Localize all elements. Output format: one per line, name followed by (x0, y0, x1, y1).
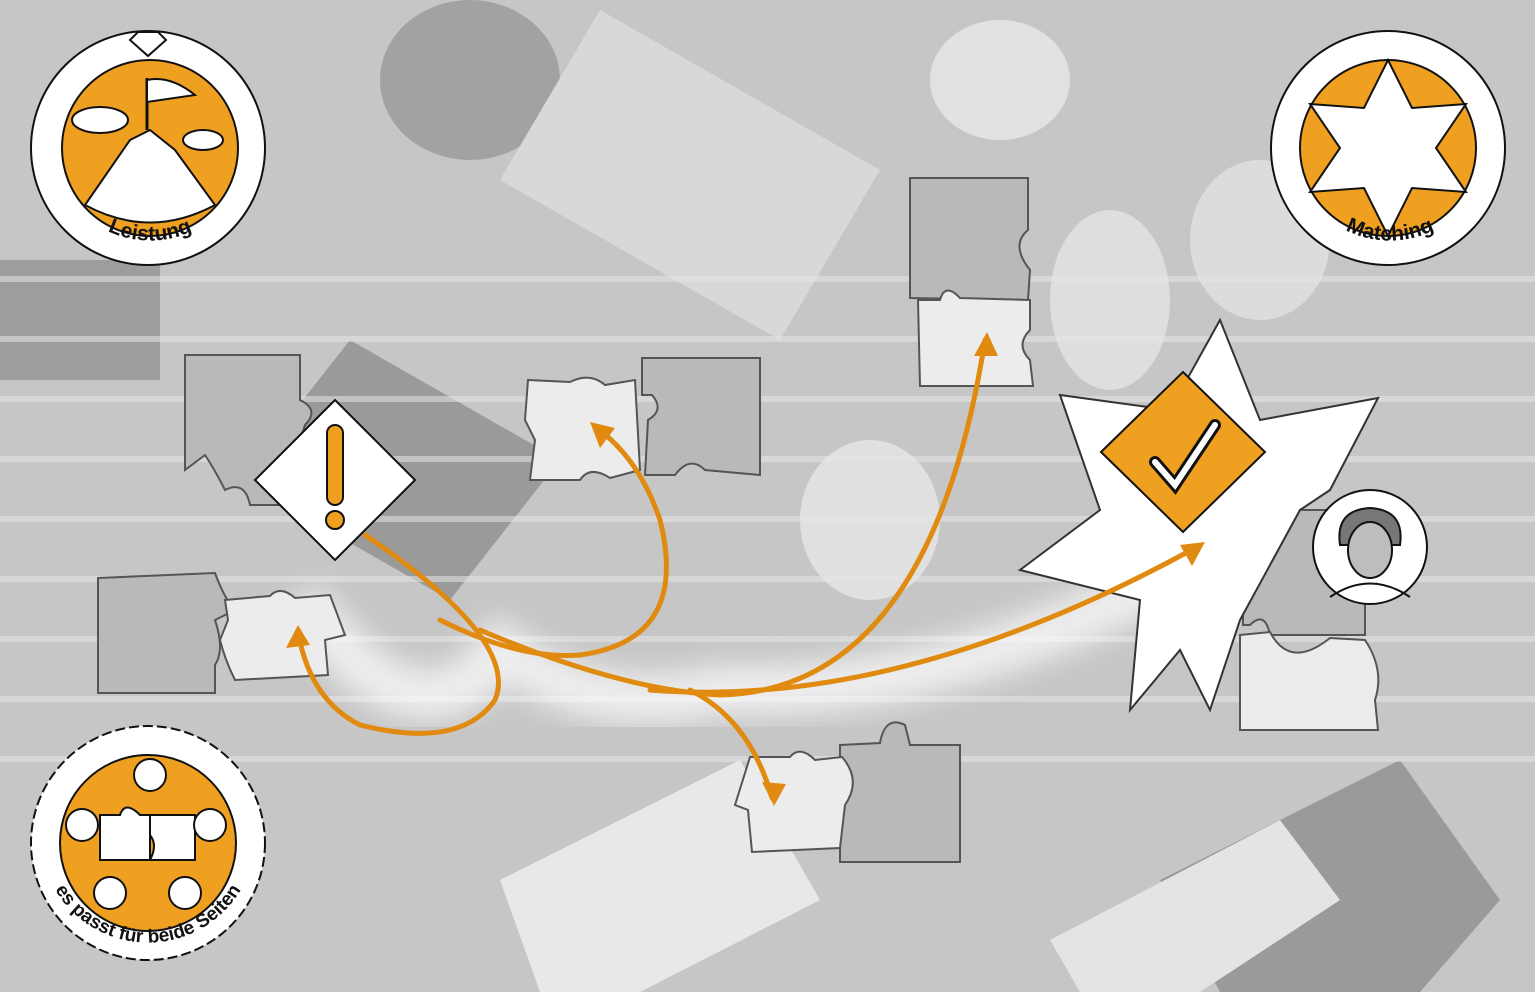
badge-fit: es passt für beide Seiten (30, 725, 266, 961)
matching-arrows (286, 332, 1205, 806)
hand-icon (93, 876, 127, 910)
arrowhead-icon (286, 625, 310, 648)
arrow-to-bottom-piece (687, 687, 775, 801)
arrowhead-icon (762, 782, 786, 806)
warning-icon (253, 398, 417, 562)
arrow-to-left-piece (295, 532, 501, 736)
arrowhead-icon (1180, 542, 1205, 566)
star-icon (1308, 57, 1468, 239)
highlight-glow (280, 538, 1213, 724)
arrowhead-icon (974, 332, 998, 356)
diamond-icon (128, 31, 168, 58)
puzzle-pair-center (523, 357, 761, 481)
mountain-flag-icon (71, 78, 224, 224)
ear-icon (193, 808, 227, 842)
puzzle-pair-top-right (909, 177, 1035, 387)
nose-icon (168, 876, 202, 910)
arrowhead-icon (590, 422, 615, 448)
eye-icon (133, 758, 167, 792)
puzzle-senses-icon (65, 758, 227, 910)
badge-matching: Matching (1270, 30, 1506, 266)
arrow-to-center-piece (437, 425, 669, 659)
avatar (1312, 489, 1428, 605)
arrow-to-matched-piece (647, 545, 1198, 695)
puzzle-pair-left-bottom (97, 571, 347, 694)
mouth-icon (65, 808, 99, 842)
checkmark-icon (1099, 370, 1267, 534)
badge-performance: Leistung (30, 30, 266, 266)
